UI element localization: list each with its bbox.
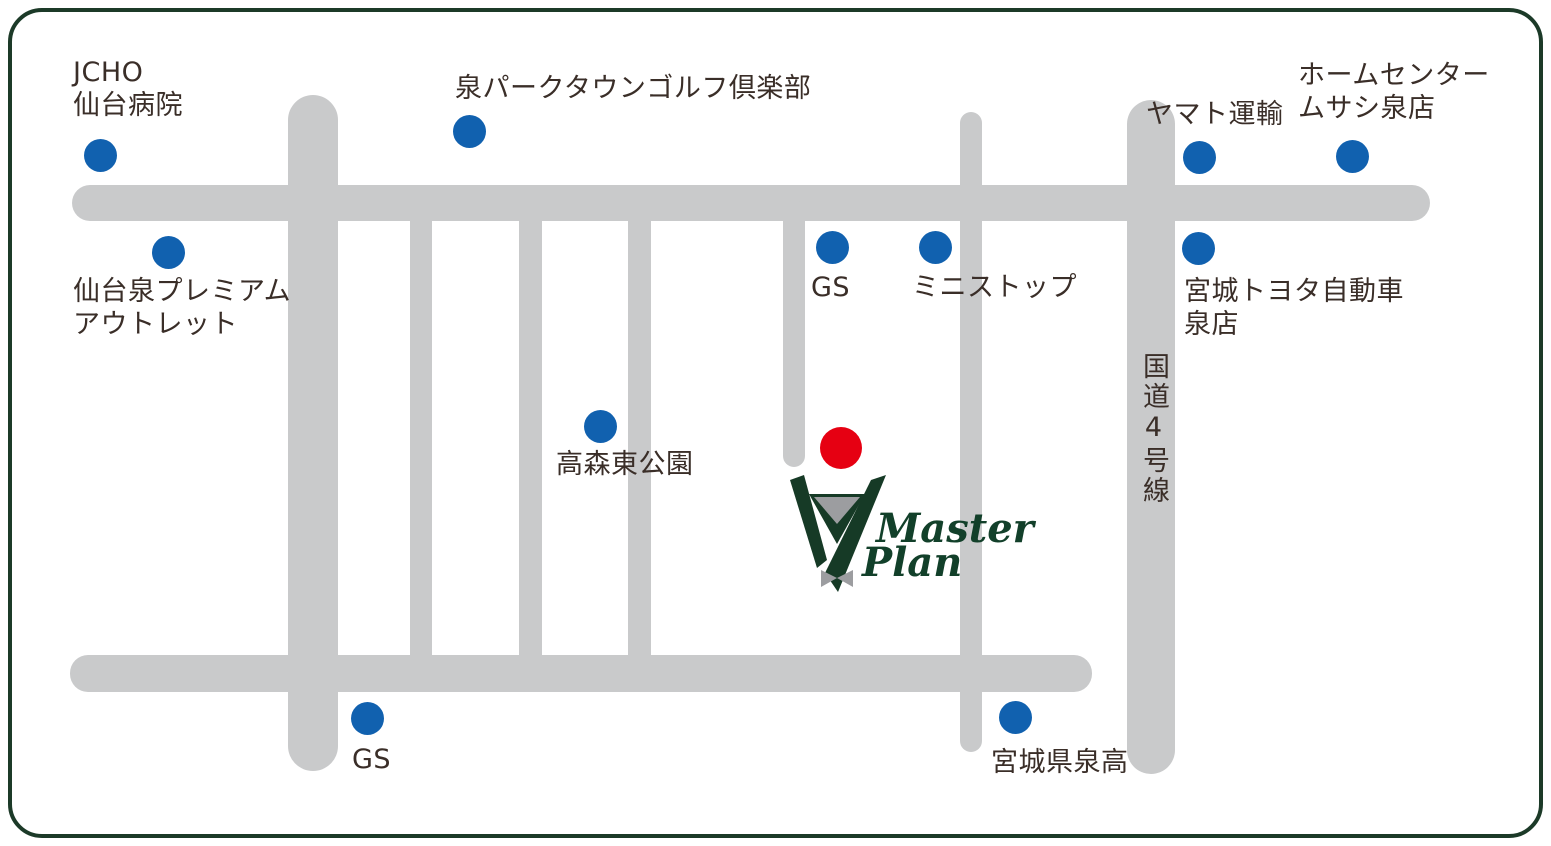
brand-name-line1: Master (876, 505, 1034, 552)
landmark-label-golf: 泉パークタウンゴルフ倶楽部 (455, 73, 812, 104)
road-vertical-street-c (628, 200, 651, 670)
road-vertical-street-b (519, 200, 542, 670)
landmark-label-gs-south: GS (352, 744, 392, 775)
landmark-label-gs-north: GS (811, 272, 851, 303)
landmark-label-ministop: ミニストップ (912, 272, 1077, 303)
landmark-label-izumi-high: 宮城県泉高 (991, 747, 1129, 778)
route4-label: 国道4号線 (1138, 352, 1169, 506)
map-border-frame (8, 8, 1543, 838)
landmark-dot-gs-north (816, 231, 849, 264)
destination-dot (820, 427, 862, 469)
road-horizontal-south (70, 655, 1092, 692)
landmark-dot-jcho (84, 139, 117, 172)
landmark-label-outlet: 仙台泉プレミアム アウトレット (73, 276, 292, 340)
landmark-dot-yamato (1183, 141, 1216, 174)
landmark-dot-golf (453, 115, 486, 148)
landmark-dot-park (584, 410, 617, 443)
landmark-dot-toyota (1182, 232, 1215, 265)
landmark-dot-outlet (152, 236, 185, 269)
landmark-dot-gs-south (351, 702, 384, 735)
landmark-label-musashi: ホームセンター ムサシ泉店 (1298, 60, 1490, 124)
landmark-label-jcho: JCHO 仙台病院 (73, 57, 183, 121)
road-route4 (1127, 100, 1175, 774)
landmark-dot-musashi (1336, 140, 1369, 173)
brand-name-line2: Plan (862, 539, 963, 586)
road-vertical-ministop (960, 112, 982, 752)
landmark-label-park: 高森東公園 (556, 449, 694, 480)
brand-logo-icon (790, 475, 886, 592)
landmark-label-toyota: 宮城トヨタ自動車 泉店 (1184, 276, 1404, 340)
road-vertical-street-a (410, 200, 432, 670)
road-vertical-destination (783, 200, 805, 467)
landmark-dot-izumi-high (999, 701, 1032, 734)
landmark-dot-ministop (919, 231, 952, 264)
road-horizontal-north (72, 185, 1430, 221)
landmark-label-yamato: ヤマト運輸 (1146, 99, 1284, 130)
road-vertical-west (288, 95, 338, 771)
